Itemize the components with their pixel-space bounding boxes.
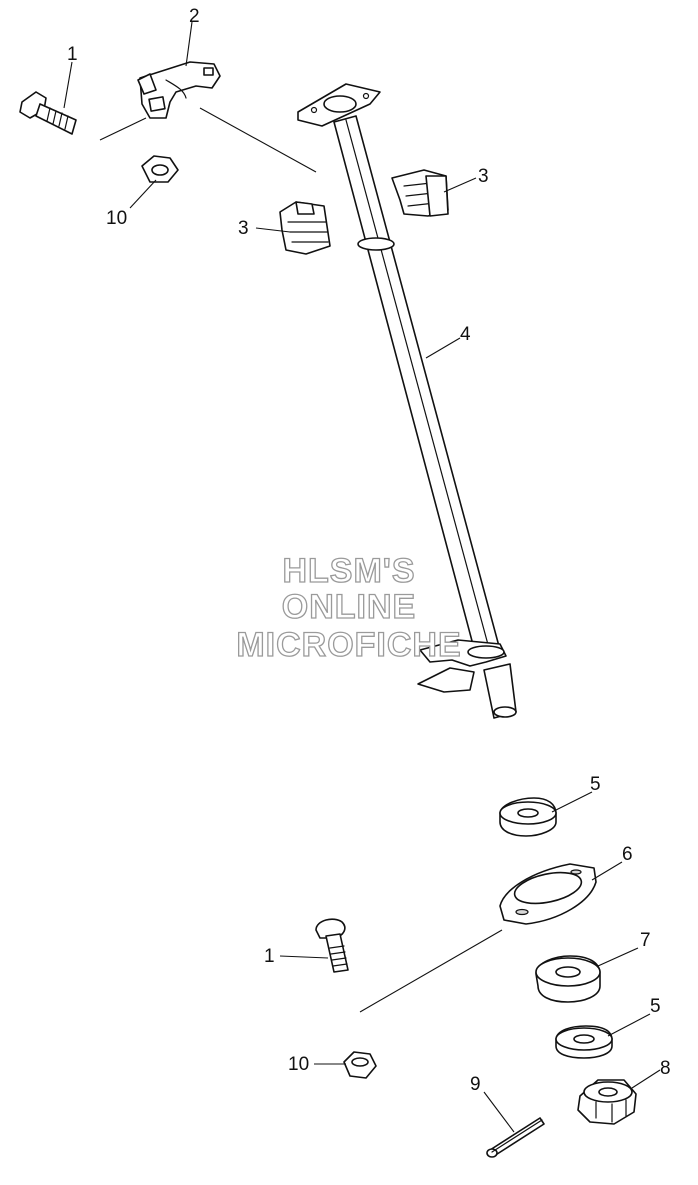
washer-bottom <box>555 1025 613 1059</box>
callout-10-bottom: 10 <box>288 1054 309 1075</box>
leader-3-left <box>255 227 291 233</box>
callout-10-top: 10 <box>106 208 127 229</box>
watermark-line-2: ONLINE <box>282 588 416 626</box>
callout-3-right: 3 <box>478 166 489 187</box>
watermark-line-1: HLSM'S <box>282 552 415 590</box>
callout-4: 4 <box>460 324 471 345</box>
callout-1-top: 1 <box>67 44 78 65</box>
leader-3-right <box>443 177 477 193</box>
callout-5-bottom: 5 <box>650 996 661 1017</box>
castle-nut <box>577 1079 637 1125</box>
leader-1-top <box>63 61 73 109</box>
callout-5-top: 5 <box>590 774 601 795</box>
lock-nut-bottom <box>343 1051 377 1079</box>
callout-2: 2 <box>189 6 200 27</box>
washer-top <box>499 797 557 837</box>
leader-1-bottom <box>279 955 329 959</box>
carriage-bolt-bottom <box>315 918 349 973</box>
callout-3-left: 3 <box>238 218 249 239</box>
cotter-pin <box>486 1117 545 1158</box>
upper-bracket <box>137 61 221 119</box>
watermark-line-3: MICROFICHE <box>236 626 461 664</box>
callout-1-bottom: 1 <box>264 946 275 967</box>
callout-9: 9 <box>470 1074 481 1095</box>
leader-7 <box>597 947 639 967</box>
carriage-bolt-top <box>19 91 77 135</box>
callout-8: 8 <box>660 1058 671 1079</box>
bearing-retainer <box>499 863 597 925</box>
leader-5-bottom <box>607 1013 651 1037</box>
leader-5-top <box>551 791 593 813</box>
callout-7: 7 <box>640 930 651 951</box>
leader-10-top <box>129 179 157 209</box>
callout-6: 6 <box>622 844 633 865</box>
leader-8 <box>631 1069 661 1089</box>
leader-6 <box>591 861 623 881</box>
bushing-left <box>279 201 331 255</box>
alignment-line-left <box>99 117 147 141</box>
leader-4 <box>425 337 461 359</box>
leader-2 <box>185 21 193 67</box>
alignment-line-bottom <box>359 929 503 1013</box>
steering-post <box>297 83 517 719</box>
alignment-line-right <box>199 107 317 173</box>
leader-9 <box>483 1091 515 1133</box>
bushing-right <box>391 169 449 217</box>
lock-nut-top <box>141 155 179 183</box>
spacer <box>535 955 601 1003</box>
watermark: HLSM'S ONLINE MICROFICHE <box>236 551 462 664</box>
